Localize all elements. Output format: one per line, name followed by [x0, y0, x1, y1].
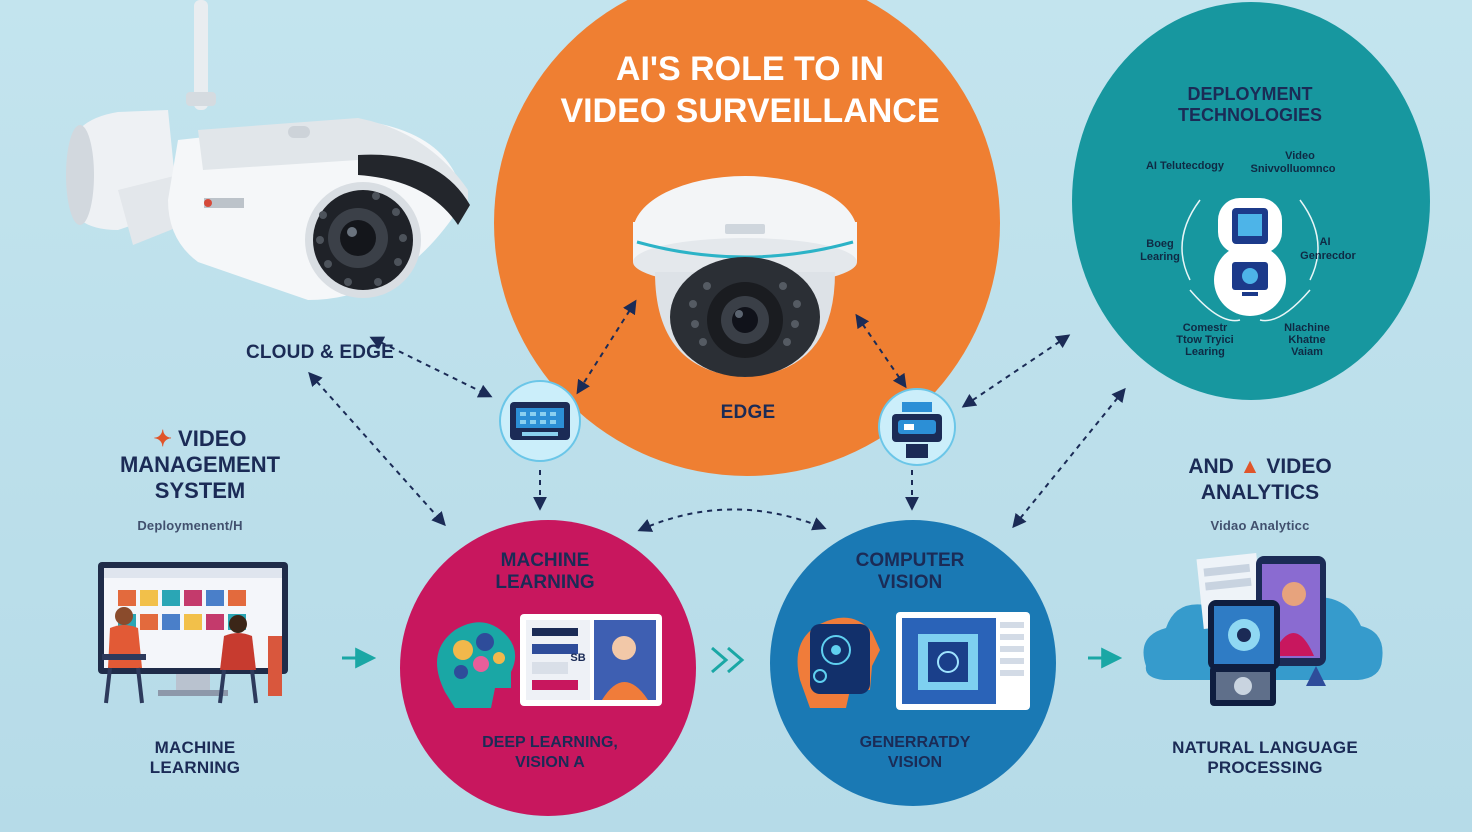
- dep-mid-right2: Genrecdor: [1300, 250, 1356, 262]
- dep-mid-left1: Boeg: [1146, 238, 1174, 250]
- vms-label: ✦ VIDEO MANAGEMENT SYSTEM: [100, 426, 300, 504]
- vms-line2: MANAGEMENT: [119, 452, 281, 477]
- main-title-line2: VIDEO SURVEILLANCE: [560, 92, 940, 130]
- left-bottom-line2: LEARNING: [149, 758, 241, 777]
- dep-top-right1: Video: [1285, 150, 1315, 162]
- cv-head-icon: [797, 617, 880, 708]
- brain-head-icon: [437, 622, 516, 708]
- chip-icon-left: [499, 380, 581, 462]
- left-bottom-line1: MACHINE: [154, 738, 236, 757]
- fire-icon: ✦: [153, 426, 172, 451]
- analytics-label: AND ▲ VIDEO ANALYTICS: [1160, 454, 1360, 506]
- deployment-title1: DEPLOYMENT: [1187, 84, 1313, 104]
- bullet-camera-icon: [66, 0, 470, 300]
- cv-bottom1: GENERRATDY: [859, 734, 971, 751]
- dep-bot-left1: Comestr: [1182, 322, 1228, 334]
- ml-bottom2: VISION A: [515, 754, 585, 771]
- cloud-edge-label: CLOUD & EDGE: [245, 342, 395, 363]
- analytics-line1b: VIDEO: [1266, 455, 1332, 478]
- dep-top-right2: Snivvolluomnco: [1250, 163, 1336, 175]
- ml-title2: LEARNING: [495, 572, 595, 593]
- cv-bottom2: VISION: [887, 754, 943, 771]
- dep-bot-right1: Nlachine: [1284, 322, 1330, 334]
- analytics-devices-icon: [1143, 553, 1383, 706]
- nlp-line2: PROCESSING: [1207, 758, 1323, 777]
- vms-line3: SYSTEM: [154, 478, 246, 503]
- edge-label: EDGE: [720, 402, 776, 423]
- cv-title2: VISION: [877, 572, 943, 593]
- ml-title1: MACHINE: [500, 550, 590, 571]
- ml-screen-tag: SB: [570, 652, 586, 664]
- deployment-cycle-diagram: [1181, 198, 1319, 322]
- dep-bot-left3: Learing: [1185, 346, 1225, 358]
- dep-mid-right1: AI: [1319, 236, 1331, 248]
- flame-icon: ▲: [1239, 455, 1261, 478]
- analytics-sub: Vidao Analyticc: [1210, 518, 1310, 533]
- ml-bottom1: DEEP LEARNING,: [482, 734, 618, 751]
- monitor-with-people-icon: [98, 562, 288, 704]
- deployment-title2: TECHNOLOGIES: [1177, 105, 1322, 125]
- vms-line1: VIDEO: [178, 426, 247, 451]
- dep-mid-left2: Learing: [1140, 251, 1180, 263]
- analytics-line1: AND: [1188, 455, 1234, 478]
- chip-icon-right: [878, 388, 956, 466]
- main-title-line1: AI'S ROLE TO IN: [615, 50, 885, 88]
- dome-camera-icon: [633, 176, 857, 377]
- cv-screen-icon: [896, 612, 1030, 710]
- ml-screen-icon: [520, 614, 662, 706]
- dep-top-left: AI Telutecdogy: [1145, 160, 1225, 172]
- vms-sub-label: Deploymenent/H: [137, 518, 243, 533]
- cv-title1: COMPUTER: [855, 550, 965, 571]
- dep-bot-right2: Khatne: [1288, 334, 1326, 346]
- nlp-line1: NATURAL LANGUAGE: [1172, 738, 1358, 757]
- analytics-line2: ANALYTICS: [1200, 481, 1320, 504]
- dep-bot-left2: Ttow Tryici: [1176, 334, 1234, 346]
- dep-bot-right3: Vaiam: [1291, 346, 1323, 358]
